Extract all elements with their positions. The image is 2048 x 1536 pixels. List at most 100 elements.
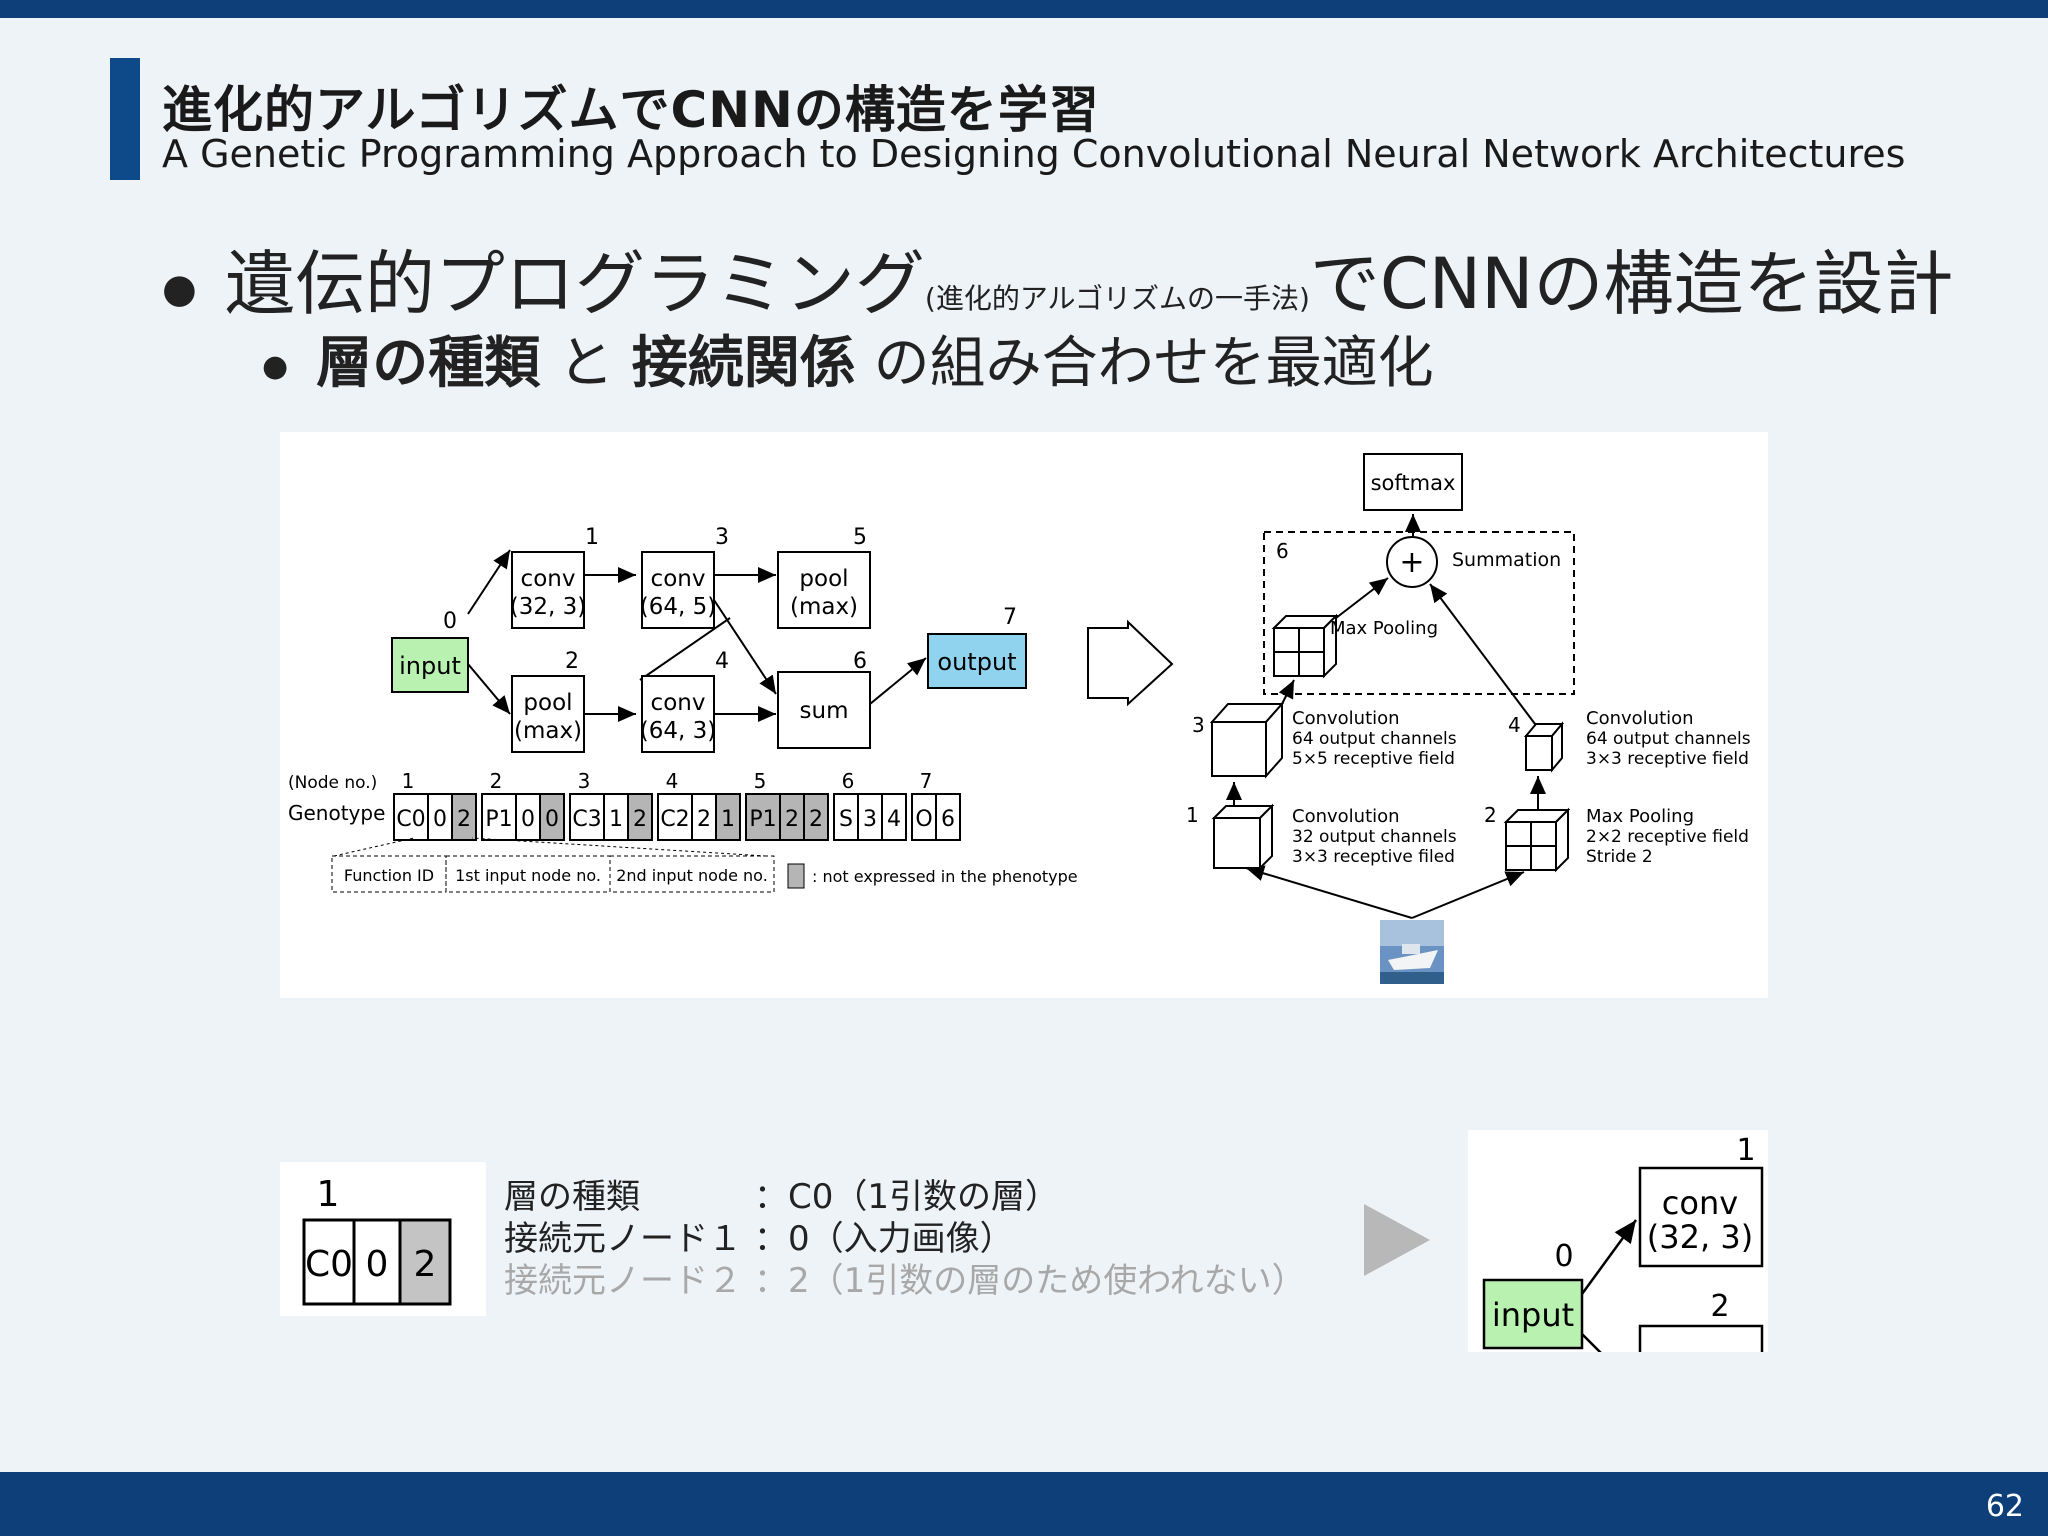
gene-cell-text: 2 — [785, 807, 799, 832]
function-id-box — [331, 855, 447, 893]
gene-cell — [515, 793, 541, 841]
bullet-1: ●遺伝的プログラミング(進化的アルゴリズムの一手法)でCNNの構造を設計 — [162, 228, 1954, 329]
genotype-label: Genotype — [288, 801, 385, 825]
gene-node-number: 7 — [920, 769, 933, 793]
plus-icon: + — [1399, 545, 1424, 580]
conv3-field: 5×5 receptive field — [1292, 749, 1455, 769]
legend-row: 層の種類：C0（1引数の層） — [504, 1176, 1306, 1218]
not-expressed-swatch — [787, 863, 805, 889]
conv4-label: conv — [651, 690, 706, 716]
input2-label: 2nd input node no. — [616, 866, 768, 885]
gene-node-number: 5 — [754, 769, 767, 793]
bullet-2-rest: の組み合わせを最適化 — [855, 331, 1434, 396]
top-bar — [0, 0, 2048, 18]
bullet-1-note: (進化的アルゴリズムの一手法) — [924, 282, 1310, 315]
node-number: 4 — [715, 649, 729, 674]
node-no-label: (Node no.) — [288, 773, 377, 793]
gene-cell-text: 2 — [809, 807, 823, 832]
max-pooling-top-label: Max Pooling — [1330, 618, 1438, 639]
gene-node-number: 4 — [666, 769, 679, 793]
slide-title: 進化的アルゴリズムでCNNの構造を学習 — [162, 81, 1100, 139]
conv1-channels: 32 output channels — [1292, 827, 1457, 847]
conv4-title: Convolution — [1586, 708, 1694, 729]
pool5-node — [777, 551, 871, 629]
block-number: 6 — [1276, 539, 1289, 563]
output-node — [927, 633, 1027, 689]
input2-box — [609, 855, 775, 893]
max-pooling-cube-top — [1271, 613, 1339, 679]
graph-zoom: input 0 conv (32, 3) 1 2 — [1468, 1130, 1768, 1352]
node-number: 0 — [443, 609, 457, 634]
conv1-label: conv — [521, 566, 576, 592]
gene-cell-text: C3 — [572, 807, 601, 832]
legend-row: 接続元ノード２：2（1引数の層のため使われない） — [504, 1260, 1306, 1302]
gene-node-number: 6 — [842, 769, 855, 793]
conv4-field: 3×3 receptive field — [1586, 749, 1749, 769]
title-accent-bar — [110, 58, 140, 180]
cgp-figure-svg: input 0 conv (32, 3) 1 pool (max) 2 conv… — [288, 453, 1751, 984]
gene-cell — [539, 793, 565, 841]
gene-cell — [603, 793, 629, 841]
gene-zoom-svg: 1 C0 0 2 — [302, 1174, 452, 1306]
pool5-label: pool — [799, 566, 848, 592]
gene-zoom: 1 C0 0 2 — [280, 1162, 486, 1316]
zoom-node-number: 2 — [1710, 1289, 1729, 1324]
zoom-node-number: 1 — [1736, 1133, 1755, 1168]
graph-zoom-svg: input 0 conv (32, 3) 1 2 — [1482, 1133, 1764, 1352]
gene-cell — [569, 793, 605, 841]
gene-cell-text: O — [915, 807, 932, 832]
summation-node — [1386, 536, 1438, 588]
conv4-node — [641, 675, 715, 753]
pool2-stride: Stride 2 — [1586, 847, 1653, 867]
node-number: 6 — [853, 649, 867, 674]
pool2-number: 2 — [1484, 803, 1497, 827]
gene-zoom-cell — [352, 1218, 402, 1306]
function-id-label: Function ID — [344, 866, 434, 885]
conv3-label: conv — [651, 566, 706, 592]
gene-node-number: 3 — [578, 769, 591, 793]
bullet-2: ●層の種類 と 接続関係 の組み合わせを最適化 — [262, 318, 1434, 399]
pool2-node — [511, 675, 585, 753]
bullet-dot: ● — [262, 349, 289, 385]
page-number: 62 — [1985, 1489, 2024, 1524]
summation-label: Summation — [1452, 549, 1561, 571]
not-expressed-label: : not expressed in the phenotype — [812, 867, 1078, 886]
sum-node — [777, 671, 871, 749]
cgp-figure: input 0 conv (32, 3) 1 pool (max) 2 conv… — [280, 432, 1768, 998]
gene-node-number: 2 — [490, 769, 503, 793]
output-node-label: output — [937, 648, 1016, 676]
softmax-label: softmax — [1371, 471, 1456, 495]
conv1-cube — [1211, 803, 1275, 871]
gene-cell — [451, 793, 477, 841]
sum-label: sum — [800, 698, 849, 724]
gene-cell — [627, 793, 653, 841]
gene-zoom-text: 0 — [366, 1244, 389, 1285]
bullet-2-and: と — [540, 331, 632, 396]
zoom-input-label: input — [1492, 1296, 1574, 1334]
gene-cell — [715, 793, 741, 841]
gene-cell — [935, 793, 961, 841]
conv1-number: 1 — [1186, 803, 1199, 827]
gene-cell-text: 0 — [521, 807, 535, 832]
gene-cell-text: 2 — [633, 807, 647, 832]
gene-cell — [393, 793, 429, 841]
zoom-conv-label: conv — [1662, 1184, 1738, 1222]
conv1-field: 3×3 receptive filed — [1292, 847, 1455, 867]
conv4-number: 4 — [1508, 713, 1521, 737]
bottom-bar — [0, 1472, 2048, 1536]
gene-zoom-cell — [398, 1218, 452, 1306]
gene-cell-text: 4 — [887, 807, 901, 832]
zoom-conv-params: (32, 3) — [1647, 1218, 1753, 1256]
conv3-cube — [1209, 701, 1285, 779]
gene-cell-text: 2 — [697, 807, 711, 832]
pool2-cube — [1503, 807, 1571, 873]
gene-cell-text: S — [839, 807, 853, 832]
input-node-label: input — [399, 652, 461, 680]
gene-node-number: 1 — [402, 769, 415, 793]
play-arrow-icon — [1364, 1204, 1430, 1276]
input-node — [391, 637, 469, 693]
legend-value: ：0（入力画像） — [754, 1219, 1014, 1259]
pool2-label: pool — [523, 690, 572, 716]
node-number: 2 — [565, 649, 579, 674]
